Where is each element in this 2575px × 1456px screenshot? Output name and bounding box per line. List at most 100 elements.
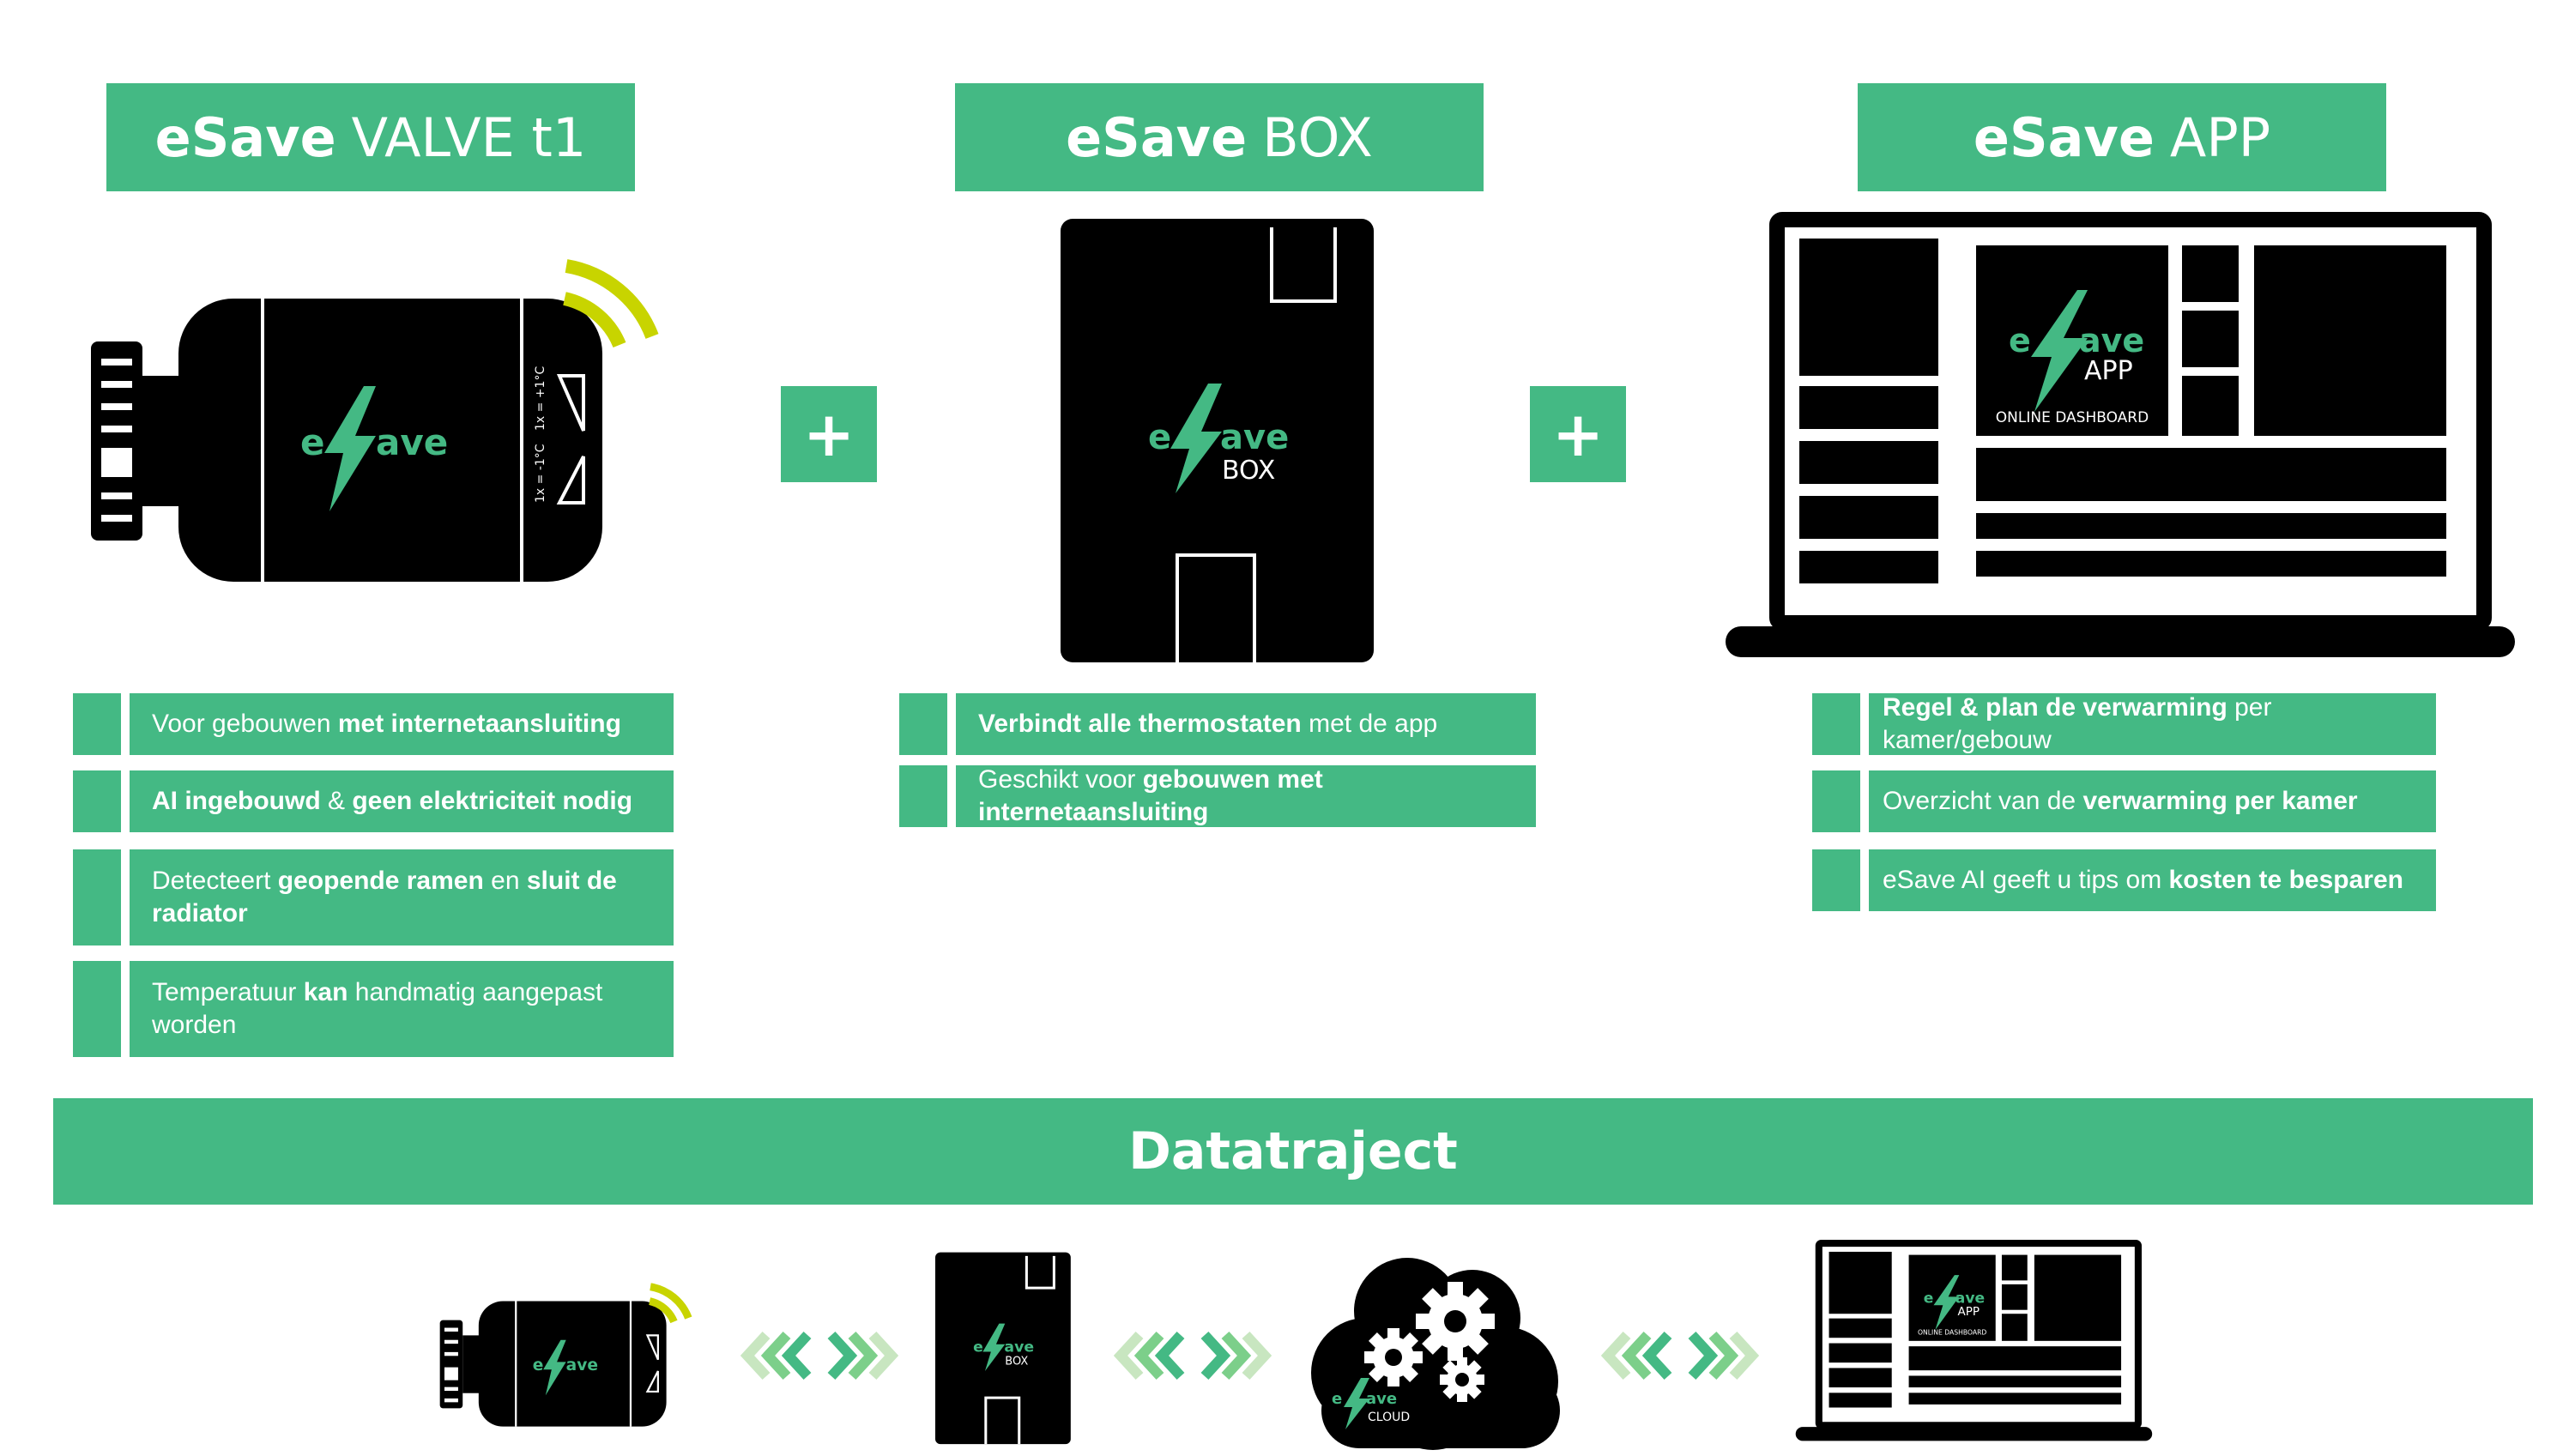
- app-logo-ave: ave: [2079, 322, 2144, 359]
- small-laptop-icon: e ave APP ONLINE DASHBOARD: [1795, 1239, 2153, 1441]
- laptop-dashboard-icon: e ave APP ONLINE DASHBOARD: [1726, 212, 2515, 657]
- feature-text-normal: met de app: [1301, 710, 1438, 738]
- feature-bullet: [73, 961, 121, 1057]
- small-box-icon: e ave BOX: [935, 1252, 1071, 1445]
- feature-text-bold: geen elektriciteit nodig: [352, 787, 633, 815]
- feature-text-normal: Overzicht van de: [1883, 787, 2083, 815]
- feature-text-bold: AI ingebouwd: [152, 787, 321, 815]
- feature-text-normal: Voor gebouwen: [152, 710, 338, 738]
- box-feature-row: Geschikt voor gebouwen met internetaansl…: [899, 765, 1536, 827]
- feature-text: Overzicht van de verwarming per kamer: [1869, 770, 2436, 832]
- svg-text:e: e: [973, 1338, 983, 1356]
- feature-text: Geschikt voor gebouwen met internetaansl…: [956, 765, 1536, 827]
- header-app-product: APP: [2169, 106, 2271, 169]
- valve-bolt-icon: [324, 386, 376, 511]
- svg-text:ave: ave: [566, 1356, 598, 1374]
- feature-text-bold: Verbindt alle thermostaten: [978, 710, 1302, 738]
- cloud-gears-icon: e ave CLOUD: [1311, 1258, 1560, 1450]
- valve-label-right: 1x = +1°C: [534, 366, 547, 431]
- valve-feature-row: AI ingebouwd & geen elektriciteit nodig: [73, 770, 674, 832]
- valve-feature-row: Voor gebouwen met internetaansluiting: [73, 693, 674, 755]
- feature-text-bold: kan: [303, 978, 348, 1006]
- feature-bullet: [1812, 770, 1860, 832]
- header-app-brand: eSave: [1973, 106, 2155, 169]
- feature-text-bold: verwarming per kamer: [2082, 787, 2358, 815]
- valve-feature-row: Temperatuur kan handmatig aangepast word…: [73, 961, 674, 1057]
- feature-text: Detecteert geopende ramen en sluit de ra…: [130, 849, 674, 945]
- valve-logo-ave: ave: [376, 421, 448, 463]
- feature-text: Regel & plan de verwarming per kamer/geb…: [1869, 693, 2436, 755]
- app-feature-row: Regel & plan de verwarming per kamer/geb…: [1812, 693, 2436, 755]
- app-feature-row: Overzicht van de verwarming per kamer: [1812, 770, 2436, 832]
- box-logo-e: e: [1148, 418, 1171, 457]
- feature-text-normal: handmatig aangepast worden: [152, 978, 603, 1039]
- app-feature-row: eSave AI geeft u tips om kosten te bespa…: [1812, 849, 2436, 911]
- feature-bullet: [73, 693, 121, 755]
- feature-bullet: [73, 770, 121, 832]
- svg-text:BOX: BOX: [1005, 1356, 1028, 1368]
- svg-text:ave: ave: [1366, 1390, 1397, 1408]
- header-valve-product: VALVE t1: [351, 106, 587, 169]
- box-device-icon: e ave BOX: [1061, 219, 1374, 662]
- feature-text-normal: Geschikt voor: [978, 765, 1143, 794]
- small-valve-icon: e ave: [439, 1283, 692, 1427]
- plus-sign-1: +: [781, 386, 877, 482]
- feature-text-normal: Detecteert: [152, 867, 278, 895]
- box-logo-ave: ave: [1220, 418, 1289, 457]
- feature-bullet: [899, 765, 947, 827]
- feature-text: Verbindt alle thermostaten met de app: [956, 693, 1536, 755]
- feature-text-bold: sluit de radiator: [152, 867, 617, 927]
- box-feature-row: Verbindt alle thermostaten met de app: [899, 693, 1536, 755]
- app-dashboard-label: ONLINE DASHBOARD: [1996, 409, 2149, 426]
- svg-text:ONLINE DASHBOARD: ONLINE DASHBOARD: [1918, 1329, 1986, 1337]
- bidirectional-arrow-icon-3: [1600, 1331, 1760, 1380]
- app-label: APP: [2084, 356, 2133, 386]
- svg-text:APP: APP: [1957, 1305, 1980, 1319]
- feature-text-normal: Temperatuur: [152, 978, 304, 1006]
- feature-text-bold: kosten te besparen: [2168, 866, 2403, 894]
- bidirectional-arrow-icon-2: [1113, 1331, 1272, 1380]
- feature-text-normal: &: [320, 787, 353, 815]
- box-bolt-icon: [1170, 384, 1222, 493]
- feature-bullet: [899, 693, 947, 755]
- feature-bullet: [73, 849, 121, 945]
- box-label: BOX: [1222, 456, 1275, 486]
- app-bolt-icon: [2031, 290, 2088, 412]
- svg-text:e: e: [1924, 1290, 1934, 1308]
- svg-text:e: e: [533, 1356, 544, 1374]
- feature-text-normal: eSave AI geeft u tips om: [1883, 866, 2169, 894]
- plus-sign-2: +: [1530, 386, 1626, 482]
- app-logo-e: e: [2009, 322, 2031, 359]
- svg-text:ave: ave: [1004, 1338, 1034, 1356]
- feature-bullet: [1812, 693, 1860, 755]
- header-valve-brand: eSave: [154, 106, 336, 169]
- feature-text-bold: gebouwen met internetaansluiting: [978, 765, 1323, 826]
- gear-icon: [1440, 1357, 1484, 1402]
- gear-icon: [1416, 1282, 1495, 1361]
- svg-text:CLOUD: CLOUD: [1368, 1411, 1410, 1424]
- feature-bullet: [1812, 849, 1860, 911]
- valve-feature-row: Detecteert geopende ramen en sluit de ra…: [73, 849, 674, 945]
- feature-text: eSave AI geeft u tips om kosten te bespa…: [1869, 849, 2436, 911]
- feature-text-bold: geopende ramen: [277, 867, 484, 895]
- feature-text: Voor gebouwen met internetaansluiting: [130, 693, 674, 755]
- feature-text-normal: en: [483, 867, 527, 895]
- feature-text: AI ingebouwd & geen elektriciteit nodig: [130, 770, 674, 832]
- gear-icon: [1364, 1328, 1423, 1387]
- header-box-product: BOX: [1262, 106, 1373, 169]
- feature-text-bold: met internetaansluiting: [337, 710, 621, 738]
- bidirectional-arrow-icon-1: [740, 1331, 899, 1380]
- feature-text-bold: Regel & plan de verwarming: [1883, 693, 2227, 722]
- svg-text:ave: ave: [1955, 1290, 1985, 1308]
- datatraject-banner: Datatraject: [53, 1098, 2533, 1205]
- feature-text-normal: per kamer/gebouw: [1883, 693, 2272, 754]
- valve-logo-e: e: [300, 421, 325, 463]
- svg-text:e: e: [1332, 1390, 1342, 1408]
- valve-device-icon: 1x = +1°C 1x = -1°C e ave: [91, 259, 659, 582]
- header-box-brand: eSave: [1066, 106, 1248, 169]
- datatraject-title: Datatraject: [1128, 1121, 1458, 1181]
- feature-text: Temperatuur kan handmatig aangepast word…: [130, 961, 674, 1057]
